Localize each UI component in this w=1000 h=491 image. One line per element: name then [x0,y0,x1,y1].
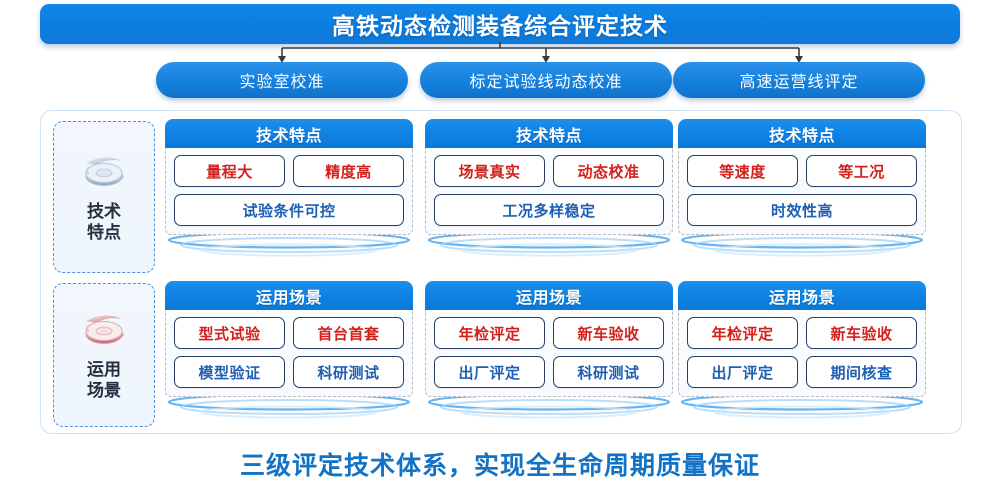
chip[interactable]: 新车验收 [806,317,917,349]
card-header: 运用场景 [678,281,926,310]
level2-button-operating-line-evaluation[interactable]: 高速运营线评定 [673,62,925,98]
card-base-reflection [680,393,924,419]
card-body: 等速度 等工况 时效性高 [678,148,926,235]
card-base-reflection [167,231,411,257]
chip-row: 年检评定 新车验收 [687,317,917,349]
chip[interactable]: 试验条件可控 [174,194,404,226]
card-scene-1[interactable]: 运用场景 型式试验 首台首套 模型验证 科研测试 [165,281,413,419]
chip[interactable]: 模型验证 [174,356,285,388]
level2-button-lab-calibration[interactable]: 实验室校准 [156,62,408,98]
chip[interactable]: 精度高 [293,155,404,187]
sidebar-item-technical-features[interactable]: 技术 特点 [53,121,155,273]
card-tech-3[interactable]: 技术特点 等速度 等工况 时效性高 [678,119,926,257]
card-header: 技术特点 [678,119,926,148]
chip[interactable]: 出厂评定 [434,356,545,388]
ring-icon-blue [85,157,124,187]
chip[interactable]: 量程大 [174,155,285,187]
card-scene-2[interactable]: 运用场景 年检评定 新车验收 出厂评定 科研测试 [425,281,673,419]
chip-row: 型式试验 首台首套 [174,317,404,349]
chip-row: 量程大 精度高 [174,155,404,187]
level2-label: 标定试验线动态校准 [469,74,623,91]
chip[interactable]: 期间核查 [806,356,917,388]
card-base-reflection [167,393,411,419]
level2-label: 实验室校准 [239,74,325,91]
ring-icon-red [85,315,124,345]
connector-arrows [278,42,803,63]
card-base-reflection [680,231,924,257]
chip-row: 工况多样稳定 [434,194,664,226]
footer-caption-text: 三级评定技术体系，实现全生命周期质量保证 [239,452,760,480]
chip-row: 出厂评定 科研测试 [434,356,664,388]
chip-row: 模型验证 科研测试 [174,356,404,388]
card-header-label: 运用场景 [255,289,322,307]
chip[interactable]: 年检评定 [687,317,798,349]
card-base-reflection [427,231,671,257]
chip[interactable]: 等工况 [806,155,917,187]
chip-row: 场景真实 动态校准 [434,155,664,187]
chip[interactable]: 等速度 [687,155,798,187]
card-header: 技术特点 [425,119,673,148]
card-body: 年检评定 新车验收 出厂评定 科研测试 [425,310,673,397]
card-body: 型式试验 首台首套 模型验证 科研测试 [165,310,413,397]
level2-button-test-line-calibration[interactable]: 标定试验线动态校准 [420,62,672,98]
chip-row: 时效性高 [687,194,917,226]
card-tech-2[interactable]: 技术特点 场景真实 动态校准 工况多样稳定 [425,119,673,257]
card-tech-1[interactable]: 技术特点 量程大 精度高 试验条件可控 [165,119,413,257]
chip[interactable]: 工况多样稳定 [434,194,664,226]
chip[interactable]: 型式试验 [174,317,285,349]
chip[interactable]: 首台首套 [293,317,404,349]
main-title-banner: 高铁动态检测装备综合评定技术 [40,4,960,44]
page-title: 高铁动态检测装备综合评定技术 [332,13,668,39]
card-body: 场景真实 动态校准 工况多样稳定 [425,148,673,235]
level2-label: 高速运营线评定 [739,74,859,91]
chip[interactable]: 年检评定 [434,317,545,349]
card-header-label: 技术特点 [255,127,322,145]
card-header-label: 运用场景 [768,289,835,307]
chip[interactable]: 科研测试 [293,356,404,388]
chip[interactable]: 科研测试 [553,356,664,388]
footer-caption: 三级评定技术体系，实现全生命周期质量保证 [0,446,1000,482]
chip[interactable]: 动态校准 [553,155,664,187]
card-body: 年检评定 新车验收 出厂评定 期间核查 [678,310,926,397]
chip[interactable]: 场景真实 [434,155,545,187]
chip-row: 年检评定 新车验收 [434,317,664,349]
chip[interactable]: 出厂评定 [687,356,798,388]
matrix-container: 技术 特点 运用 场景 [40,110,962,434]
chip[interactable]: 新车验收 [553,317,664,349]
sidebar-label: 技术 特点 [87,202,121,242]
chip-row: 试验条件可控 [174,194,404,226]
card-header: 技术特点 [165,119,413,148]
card-scene-3[interactable]: 运用场景 年检评定 新车验收 出厂评定 期间核查 [678,281,926,419]
chip[interactable]: 时效性高 [687,194,917,226]
card-header: 运用场景 [425,281,673,310]
chip-row: 等速度 等工况 [687,155,917,187]
card-header-label: 技术特点 [768,127,835,145]
card-header-label: 运用场景 [515,289,582,307]
sidebar-label: 运用 场景 [87,360,121,400]
sidebar-item-application-scenarios[interactable]: 运用 场景 [53,283,155,427]
chip-row: 出厂评定 期间核查 [687,356,917,388]
card-body: 量程大 精度高 试验条件可控 [165,148,413,235]
card-base-reflection [427,393,671,419]
card-header-label: 技术特点 [515,127,582,145]
card-header: 运用场景 [165,281,413,310]
